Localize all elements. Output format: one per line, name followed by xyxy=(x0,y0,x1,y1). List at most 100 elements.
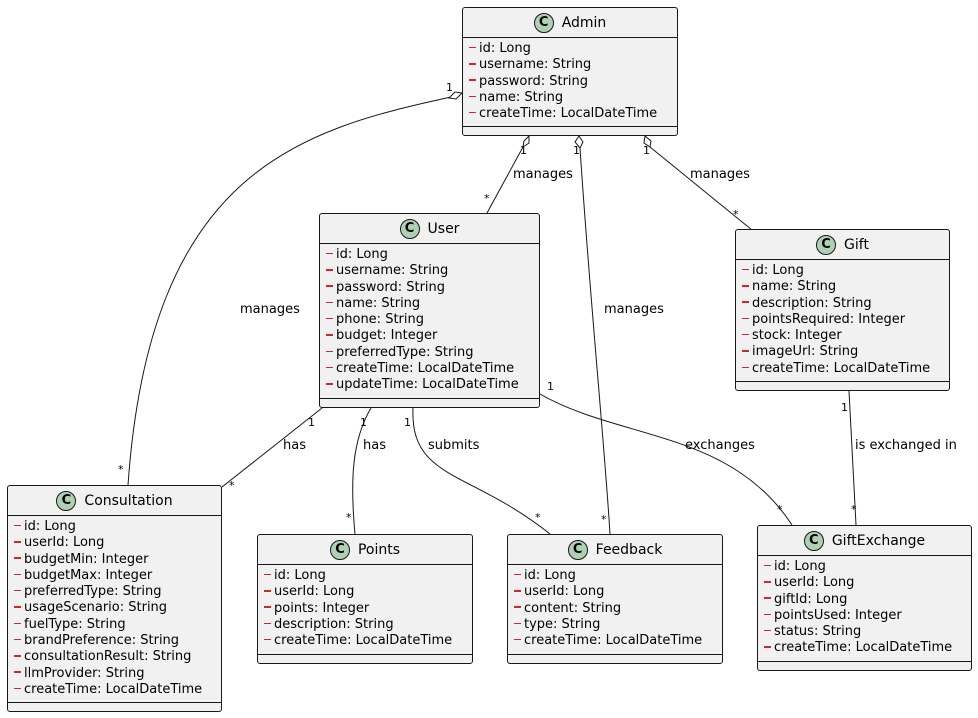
private-visibility-icon xyxy=(764,564,771,567)
private-visibility-icon xyxy=(14,524,21,527)
attribute: pointsUsed: Integer xyxy=(764,608,971,624)
relation-label-gift-giftexchange: is exchanged in xyxy=(855,438,957,453)
attribute-list: id: Long userId: Long content: String ty… xyxy=(508,565,722,649)
relation-label-admin-gift: manages xyxy=(690,167,750,182)
class-icon: C xyxy=(329,539,350,560)
attribute: name: String xyxy=(326,296,539,312)
class-header: C Points xyxy=(258,535,472,565)
private-visibility-icon xyxy=(514,573,521,576)
class-consultation[interactable]: C Consultation id: Long userId: Long bud… xyxy=(7,485,222,712)
class-name: Feedback xyxy=(595,541,663,558)
method-compartment xyxy=(320,398,539,399)
private-visibility-icon xyxy=(264,622,271,625)
edge-admin-user xyxy=(486,146,524,214)
class-name: Gift xyxy=(844,236,869,253)
edge-admin-feedback xyxy=(579,147,611,535)
class-name: Points xyxy=(357,541,401,558)
attribute: username: String xyxy=(326,263,539,279)
class-icon: C xyxy=(399,218,420,239)
attribute: name: String xyxy=(742,279,949,295)
attribute: userId: Long xyxy=(264,584,472,600)
attribute: phone: String xyxy=(326,312,539,328)
class-name: Admin xyxy=(561,14,607,31)
aggregation-diamond-admin-feedback xyxy=(574,135,584,149)
relation-label-admin-feedback: manages xyxy=(604,302,664,317)
multiplicity-user-points-to: * xyxy=(346,511,352,524)
class-gift[interactable]: C Gift id: Long name: String description… xyxy=(735,229,950,391)
multiplicity-admin-gift-from: 1 xyxy=(643,144,650,157)
attribute: createTime: LocalDateTime xyxy=(14,682,221,698)
multiplicity-user-points-from: 1 xyxy=(360,416,367,429)
multiplicity-admin-feedback-from: 1 xyxy=(573,144,580,157)
aggregation-diamond-admin-gift xyxy=(643,135,652,148)
private-visibility-icon xyxy=(326,252,333,255)
class-points[interactable]: C Points id: Long userId: Long points: I… xyxy=(257,534,473,664)
class-admin[interactable]: C Admin id: Long username: String passwo… xyxy=(462,7,678,136)
class-giftexchange[interactable]: C GiftExchange id: Long userId: Long gif… xyxy=(757,525,972,671)
multiplicity-admin-feedback-to: * xyxy=(601,513,607,526)
attribute: createTime: LocalDateTime xyxy=(764,640,971,656)
class-header: C User xyxy=(320,214,539,244)
method-compartment xyxy=(258,654,472,655)
private-visibility-icon xyxy=(764,629,771,632)
class-header: C Consultation xyxy=(8,486,221,516)
attribute: preferredType: String xyxy=(326,345,539,361)
method-compartment xyxy=(736,381,949,382)
attribute: userId: Long xyxy=(514,584,722,600)
class-name: GiftExchange xyxy=(831,532,926,549)
class-icon: C xyxy=(533,12,554,33)
attribute: id: Long xyxy=(14,519,221,535)
attribute-list: id: Long userId: Long points: Integer de… xyxy=(258,565,472,649)
private-visibility-icon xyxy=(264,638,271,641)
multiplicity-user-feedback-to: * xyxy=(535,511,541,524)
attribute-list: id: Long userId: Long budgetMin: Integer… xyxy=(8,516,221,698)
class-header: C Admin xyxy=(463,8,677,38)
class-user[interactable]: C User id: Long username: String passwor… xyxy=(319,213,540,408)
private-visibility-icon xyxy=(742,317,749,320)
attribute-list: id: Long username: String password: Stri… xyxy=(463,38,677,122)
attribute: status: String xyxy=(764,624,971,640)
private-visibility-icon xyxy=(14,687,21,690)
multiplicity-user-consultation-to: * xyxy=(229,479,235,492)
attribute: type: String xyxy=(514,617,722,633)
private-visibility-icon xyxy=(14,606,21,608)
attribute: id: Long xyxy=(764,559,971,575)
multiplicity-user-giftexchange-from: 1 xyxy=(547,380,554,393)
attribute: preferredType: String xyxy=(14,584,221,600)
relation-label-admin-consultation: manages xyxy=(240,302,300,317)
attribute: createTime: LocalDateTime xyxy=(326,361,539,377)
private-visibility-icon xyxy=(326,301,333,304)
private-visibility-icon xyxy=(742,333,749,336)
attribute: points: Integer xyxy=(264,601,472,617)
private-visibility-icon xyxy=(469,95,476,98)
private-visibility-icon xyxy=(14,671,21,673)
attribute: brandPreference: String xyxy=(14,633,221,649)
class-feedback[interactable]: C Feedback id: Long userId: Long content… xyxy=(507,534,723,664)
private-visibility-icon xyxy=(742,285,749,287)
class-header: C Feedback xyxy=(508,535,722,565)
attribute: description: String xyxy=(742,296,949,312)
private-visibility-icon xyxy=(469,79,476,81)
attribute: imageUrl: String xyxy=(742,344,949,360)
private-visibility-icon xyxy=(326,317,333,320)
private-visibility-icon xyxy=(14,573,21,576)
attribute: password: String xyxy=(326,280,539,296)
attribute: pointsRequired: Integer xyxy=(742,312,949,328)
private-visibility-icon xyxy=(764,581,771,583)
class-header: C Gift xyxy=(736,230,949,260)
attribute: budget: Integer xyxy=(326,328,539,344)
aggregation-diamond-admin-consultation xyxy=(447,91,464,100)
private-visibility-icon xyxy=(514,606,521,608)
private-visibility-icon xyxy=(764,597,771,599)
method-compartment xyxy=(8,702,221,703)
attribute: createTime: LocalDateTime xyxy=(514,633,722,649)
edge-user-feedback xyxy=(412,407,551,535)
class-name: User xyxy=(427,220,460,237)
attribute: id: Long xyxy=(326,247,539,263)
private-visibility-icon xyxy=(514,590,521,592)
multiplicity-admin-consultation-from: 1 xyxy=(446,81,453,94)
attribute: name: String xyxy=(469,90,677,106)
attribute: budgetMax: Integer xyxy=(14,568,221,584)
multiplicity-admin-user-to: * xyxy=(484,192,490,205)
